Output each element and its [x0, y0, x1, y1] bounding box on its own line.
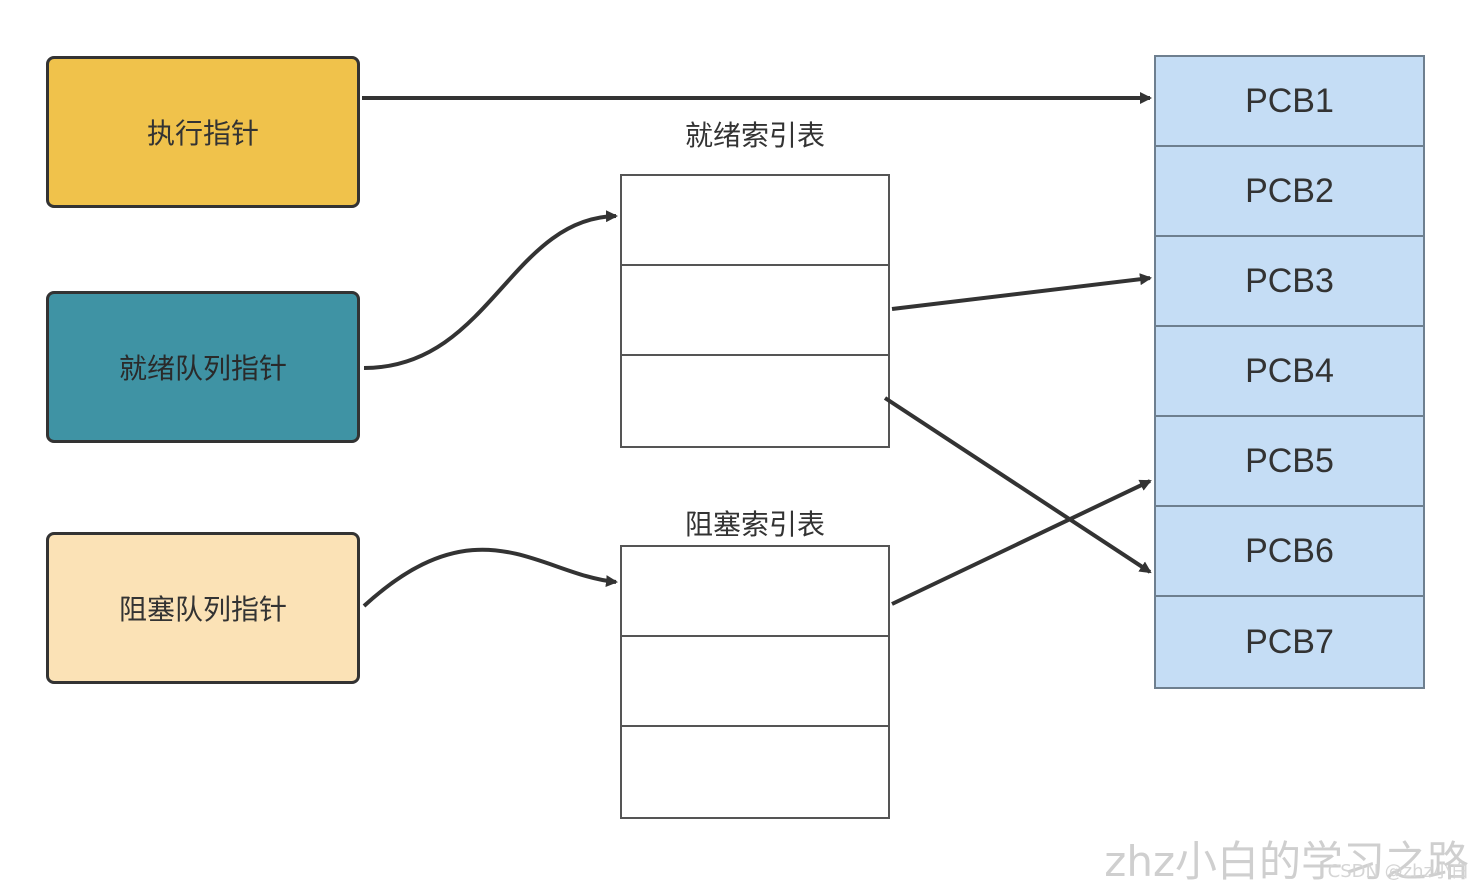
block-index-table	[620, 545, 890, 819]
pcb-cell-3: PCB3	[1156, 237, 1423, 327]
block-index-title: 阻塞索引表	[684, 508, 825, 541]
pcb-cell-6: PCB6	[1156, 507, 1423, 597]
arrow-ready-pointer-to-ready-index	[363, 210, 618, 370]
pcb-table: PCB1 PCB2 PCB3 PCB4 PCB5 PCB6 PCB7	[1154, 55, 1425, 689]
ready-index-table	[620, 174, 890, 448]
ready-queue-pointer-label: 就绪队列指针	[118, 352, 287, 385]
ready-index-title: 就绪索引表	[684, 119, 825, 152]
pcb-cell-1: PCB1	[1156, 57, 1423, 147]
block-index-cell-2	[622, 637, 888, 727]
exec-pointer-label: 执行指针	[146, 117, 259, 150]
arrow-ready-index-to-pcb3	[891, 273, 1152, 311]
arrow-block-index-to-pcb5	[891, 479, 1152, 606]
watermark-text: zhz小白的学习之路	[1104, 837, 1469, 886]
arrow-block-pointer-to-block-index	[362, 547, 618, 608]
pcb-cell-4: PCB4	[1156, 327, 1423, 417]
block-queue-pointer-box: 阻塞队列指针	[46, 532, 360, 684]
block-queue-pointer-label: 阻塞队列指针	[118, 593, 287, 626]
pcb-cell-7: PCB7	[1245, 622, 1334, 661]
ready-index-cell-1	[622, 176, 888, 266]
exec-pointer-box: 执行指针	[46, 56, 360, 208]
watermark-small-text: CSDN @zhz小白	[1327, 861, 1469, 882]
block-index-cell-1	[622, 547, 888, 637]
pcb-cell-2: PCB2	[1156, 147, 1423, 237]
ready-queue-pointer-box: 就绪队列指针	[46, 291, 360, 443]
pcb-cell-5: PCB5	[1156, 417, 1423, 507]
ready-index-cell-2	[622, 266, 888, 356]
arrow-ready-index-to-pcb6	[883, 396, 1152, 574]
watermark: zhz小白的学习之路 CSDN @zhz小白	[1104, 828, 1469, 889]
